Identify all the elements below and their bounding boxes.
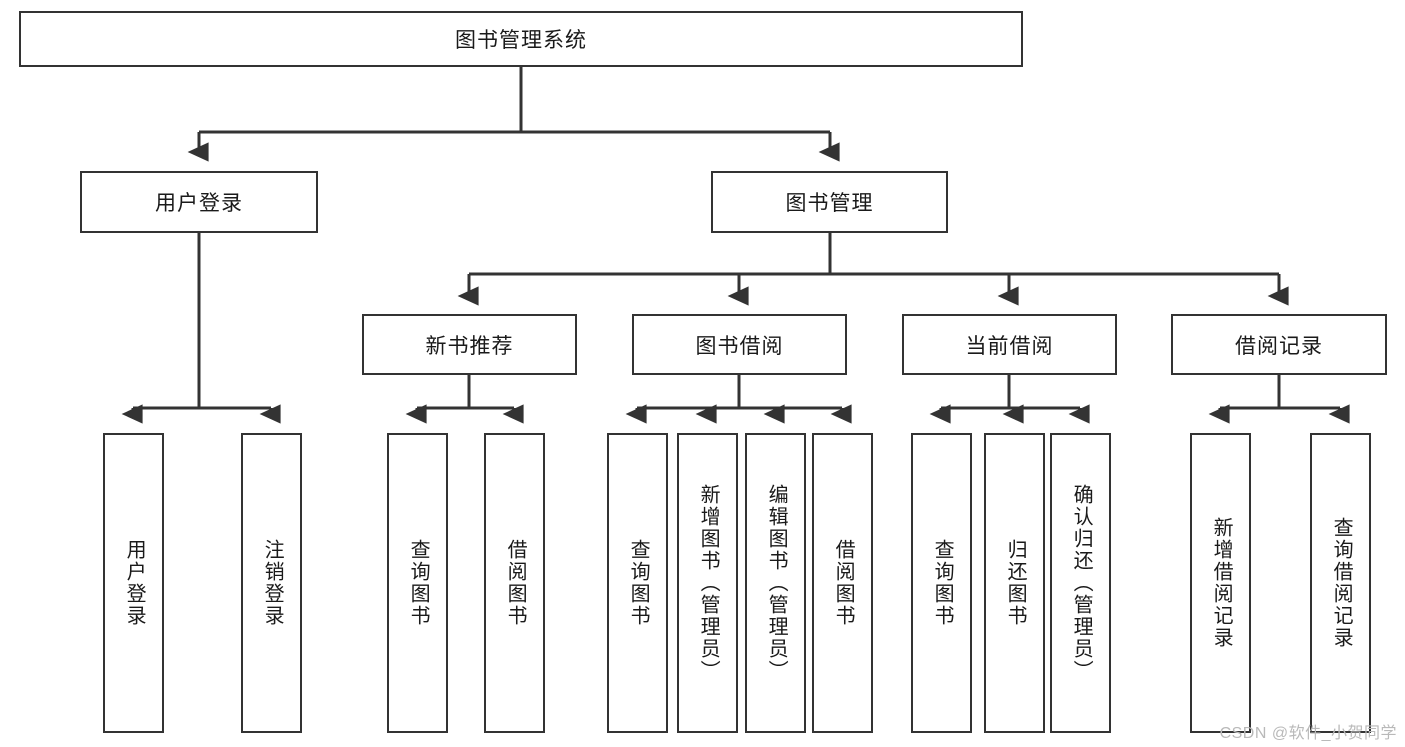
node-label: 借阅记录 xyxy=(1235,334,1323,358)
node-label: 用户登录 xyxy=(155,192,243,215)
node-module-1[interactable]: 图书管理 xyxy=(711,171,948,233)
node-function-11[interactable]: 新增借阅记录 xyxy=(1190,433,1251,733)
node-function-7[interactable]: 借阅图书 xyxy=(812,433,873,733)
node-label: 新书推荐 xyxy=(425,334,514,358)
node-label: 确认归还（管理员） xyxy=(1070,484,1093,682)
node-function-8[interactable]: 查询图书 xyxy=(911,433,972,733)
node-function-4[interactable]: 查询图书 xyxy=(607,433,668,733)
node-label: 查询借阅记录 xyxy=(1330,517,1353,649)
node-submodule-0[interactable]: 新书推荐 xyxy=(362,314,577,375)
node-label: 借阅图书 xyxy=(832,539,855,627)
node-submodule-2[interactable]: 当前借阅 xyxy=(902,314,1117,375)
node-label: 编辑图书（管理员） xyxy=(765,484,788,682)
node-label: 当前借阅 xyxy=(965,334,1054,358)
node-function-10[interactable]: 确认归还（管理员） xyxy=(1050,433,1111,733)
node-label: 查询图书 xyxy=(407,539,430,627)
node-function-9[interactable]: 归还图书 xyxy=(984,433,1045,733)
node-function-1[interactable]: 注销登录 xyxy=(241,433,302,733)
node-label: 新增借阅记录 xyxy=(1210,517,1233,649)
node-function-6[interactable]: 编辑图书（管理员） xyxy=(745,433,806,733)
node-submodule-3[interactable]: 借阅记录 xyxy=(1171,314,1387,375)
node-module-0[interactable]: 用户登录 xyxy=(80,171,318,233)
node-label: 图书借阅 xyxy=(695,334,784,358)
node-root-system[interactable]: 图书管理系统 xyxy=(19,11,1023,67)
node-submodule-1[interactable]: 图书借阅 xyxy=(632,314,847,375)
node-label: 借阅图书 xyxy=(504,539,527,627)
node-label: 图书管理 xyxy=(785,192,874,215)
node-function-2[interactable]: 查询图书 xyxy=(387,433,448,733)
watermark-text: CSDN @软件_小贺同学 xyxy=(1219,725,1397,742)
node-function-5[interactable]: 新增图书（管理员） xyxy=(677,433,738,733)
node-function-3[interactable]: 借阅图书 xyxy=(484,433,545,733)
node-label: 新增图书（管理员） xyxy=(697,484,720,682)
node-label: 用户登录 xyxy=(123,539,146,627)
node-function-0[interactable]: 用户登录 xyxy=(103,433,164,733)
node-label: 查询图书 xyxy=(931,539,954,627)
node-label: 注销登录 xyxy=(261,539,284,627)
node-label: 归还图书 xyxy=(1004,539,1027,627)
node-function-12[interactable]: 查询借阅记录 xyxy=(1310,433,1371,733)
node-label: 图书管理系统 xyxy=(455,29,587,52)
node-label: 查询图书 xyxy=(627,539,650,627)
